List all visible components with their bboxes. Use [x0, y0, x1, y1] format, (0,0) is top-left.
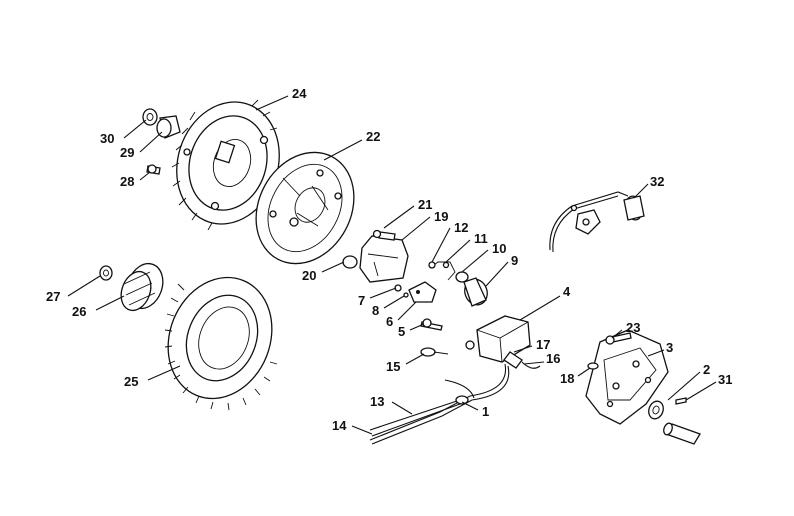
- callout-27: 27: [46, 289, 60, 304]
- callout-24: 24: [292, 86, 307, 101]
- callout-22: 22: [366, 129, 380, 144]
- wiring-harness-part: [369, 361, 541, 445]
- leader-6: [397, 301, 417, 321]
- leader-12: [431, 227, 451, 263]
- leader-10: [461, 249, 489, 273]
- leader-23: [611, 329, 623, 339]
- callout-26: 26: [72, 304, 86, 319]
- callout-13: 13: [370, 394, 384, 409]
- callout-32: 32: [650, 174, 664, 189]
- leader-3: [647, 349, 665, 357]
- callout-17: 17: [536, 337, 550, 352]
- callout-23: 23: [626, 320, 640, 335]
- callout-29: 29: [120, 145, 134, 160]
- leader-11: [445, 239, 471, 263]
- leader-5: [409, 323, 425, 331]
- leader-32: [633, 183, 649, 199]
- contact-housing-part: [359, 229, 409, 283]
- callout-25: 25: [124, 374, 138, 389]
- leader-19: [401, 216, 431, 241]
- leader-18: [577, 367, 591, 377]
- callout-7: 7: [358, 293, 365, 308]
- callout-28: 28: [120, 174, 134, 189]
- small-washer-part: [342, 255, 358, 269]
- leader-17: [513, 345, 533, 353]
- leader-29: [139, 131, 163, 153]
- callout-1: 1: [482, 404, 489, 419]
- crankshaft-part: [648, 397, 701, 445]
- leader-24: [255, 95, 289, 111]
- ground-terminal-part: [420, 347, 449, 357]
- callout-31: 31: [718, 372, 732, 387]
- callout-3: 3: [666, 340, 673, 355]
- callout-18: 18: [560, 371, 574, 386]
- leader-8: [383, 295, 405, 309]
- callout-9: 9: [511, 253, 518, 268]
- starter-cup-part: [171, 99, 280, 231]
- callout-11: 11: [474, 231, 488, 246]
- leader-25: [147, 365, 181, 381]
- callout-12: 12: [454, 220, 468, 235]
- gear-part: [164, 276, 278, 411]
- leader-9: [485, 261, 509, 287]
- callout-16: 16: [546, 351, 560, 366]
- callout-labels: 24 30 29 28 22 21 19 12 11 10 9 20 7 8 6…: [46, 86, 732, 433]
- callout-2: 2: [703, 362, 710, 377]
- callout-14: 14: [332, 418, 347, 433]
- callout-20: 20: [302, 268, 316, 283]
- base-plate-part: [585, 329, 669, 425]
- leader-27: [67, 275, 101, 297]
- leader-15: [405, 353, 425, 365]
- leader-28: [139, 171, 151, 181]
- callout-5: 5: [398, 324, 405, 339]
- callout-8: 8: [372, 303, 379, 318]
- leader-1: [461, 401, 479, 411]
- leader-21: [383, 205, 415, 229]
- contact-set-parts: [394, 261, 488, 307]
- leader-22: [323, 139, 363, 161]
- leader-4: [519, 295, 561, 321]
- callout-30: 30: [100, 131, 114, 146]
- nut-sleeve-screw-parts: [142, 108, 181, 175]
- leader-20: [321, 261, 345, 273]
- leader-14: [351, 425, 373, 435]
- leader-26: [95, 295, 125, 311]
- leader-lines: [67, 95, 717, 435]
- callout-15: 15: [386, 359, 400, 374]
- leader-13: [391, 401, 413, 415]
- ignition-coil-part: [465, 315, 531, 369]
- bearing-washer-parts: [99, 262, 164, 312]
- callout-19: 19: [434, 209, 448, 224]
- spark-plug-cap-part: [549, 191, 645, 253]
- callout-4: 4: [563, 284, 571, 299]
- leader-2: [667, 371, 701, 401]
- callout-6: 6: [386, 314, 393, 329]
- leader-30: [123, 119, 147, 139]
- callout-10: 10: [492, 241, 506, 256]
- flywheel-part: [255, 151, 355, 265]
- leader-7: [369, 287, 397, 299]
- leader-16: [523, 361, 545, 365]
- leader-31: [685, 381, 717, 401]
- callout-21: 21: [418, 197, 432, 212]
